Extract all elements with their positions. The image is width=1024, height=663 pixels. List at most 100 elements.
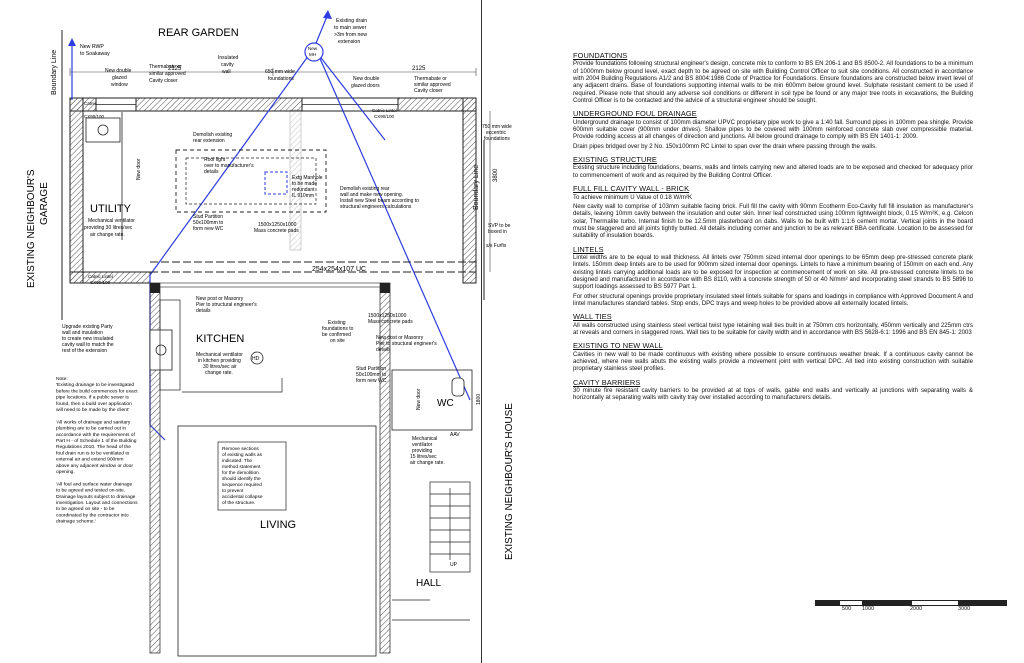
sheet-divider [481, 0, 482, 663]
svg-text:to prevent: to prevent [222, 488, 244, 494]
svg-text:AAV: AAV [450, 432, 460, 438]
svg-text:New post or Masonry: New post or Masonry [376, 335, 424, 341]
note-heading: FOUNDATIONS [573, 51, 628, 60]
svg-text:Catnic: Catnic [84, 101, 98, 106]
drainage-note-line: drainage scheme.' [56, 519, 96, 525]
svg-text:1800: 1800 [476, 394, 482, 405]
svg-text:Mass concrete pads: Mass concrete pads [368, 319, 413, 325]
svg-text:foundations: foundations [268, 76, 294, 82]
drainage-note-line: to be agreed and tested on-site. [56, 488, 125, 494]
remove-sections-note [217, 441, 287, 511]
drainage-note-line: 'Existing drainage to be investigated [56, 382, 134, 388]
svg-text:air change rate.: air change rate. [90, 232, 125, 238]
note-heading: EXISTING STRUCTURE [573, 155, 657, 165]
boundary-line-left-label: Boundary Line [51, 50, 58, 95]
note-paragraph: For other structural openings provide pr… [573, 292, 973, 307]
svg-text:cavity wall to match the: cavity wall to match the [62, 342, 114, 348]
svg-text:details: details [376, 347, 391, 353]
steel-beam-label: 254x254x107 UC [312, 266, 366, 273]
note-heading: EXISTING TO NEW WALL [573, 341, 663, 351]
svg-text:Demolish existing: Demolish existing [193, 132, 232, 138]
drainage-note-line: will need to be made by the client' [56, 407, 129, 413]
svg-text:Cavity closer: Cavity closer [149, 78, 178, 84]
extension-walls [69, 97, 477, 284]
svg-text:s/s Furfix: s/s Furfix [486, 243, 507, 249]
svg-text:glazed doors: glazed doors [351, 83, 380, 89]
svg-text:New double: New double [105, 68, 132, 74]
drainage-note-line: plumbing are to be carried out in [56, 426, 126, 432]
svg-text:Demolish existing rear: Demolish existing rear [340, 186, 390, 192]
stairs [429, 481, 471, 573]
svg-text:details: details [204, 169, 219, 175]
dimension-2125-left: 2125 [168, 66, 182, 72]
svg-text:Existing: Existing [328, 320, 346, 326]
kitchen-sink [149, 329, 173, 371]
svg-text:New post or Masonry: New post or Masonry [196, 296, 244, 302]
kitchen-label: KITCHEN [196, 333, 244, 345]
mid-callouts: New post or Masonry Pier to structural e… [196, 296, 437, 353]
drainage-note-line: Regulations 2010. The head of the [56, 444, 131, 450]
svg-text:to create new insulated: to create new insulated [62, 336, 114, 342]
svg-text:similar approved: similar approved [149, 71, 186, 77]
svg-text:accidental collapse: accidental collapse [222, 494, 263, 500]
svg-text:Stud Partition: Stud Partition [356, 366, 386, 372]
svg-text:HD: HD [252, 356, 260, 362]
wc-room [391, 369, 473, 431]
svg-text:750 mm wide: 750 mm wide [482, 124, 512, 130]
note-paragraph: 30 minute fire resistant cavity barriers… [573, 387, 973, 402]
svg-text:MH: MH [309, 52, 316, 57]
svg-text:Roof light: Roof light [204, 157, 226, 163]
svg-text:UP: UP [450, 562, 458, 568]
svg-text:CX90/100: CX90/100 [374, 114, 395, 119]
svg-text:Remove sections: Remove sections [222, 446, 259, 452]
svg-text:Install new Steel beam accordi: Install new Steel beam according to [340, 198, 419, 204]
roof-light [185, 157, 317, 205]
drainage-note-line: investigation. Layout and connections [56, 500, 138, 506]
wc-toilet [451, 377, 465, 397]
kitchen-worktop [159, 299, 181, 391]
svg-text:New: New [308, 46, 318, 51]
svg-text:foundations to: foundations to [322, 326, 354, 332]
existing-drain-label: Existing drain [336, 18, 367, 24]
svg-text:Mechanical ventilator: Mechanical ventilator [88, 218, 135, 224]
svg-text:Catnic Lintel: Catnic Lintel [372, 108, 397, 113]
note-paragraph: Provide foundations following structural… [573, 60, 973, 105]
svg-text:similar approved: similar approved [414, 82, 451, 88]
svg-text:sequence required: sequence required [222, 482, 262, 488]
svg-text:providing 30 litres/sec: providing 30 litres/sec [84, 225, 133, 231]
svg-text:indicated. The: indicated. The [222, 458, 252, 464]
scale-label-500: 500 [842, 606, 852, 612]
svg-text:over to manufacturer's: over to manufacturer's [204, 163, 254, 169]
pier-left [150, 283, 160, 293]
scale-label-3000: 3000 [958, 606, 971, 612]
dimension-3800: 3800 [493, 168, 499, 182]
svg-text:50x100mm to: 50x100mm to [193, 220, 224, 226]
drainage-note-line: opening. [56, 469, 75, 475]
svg-text:Thermabate or: Thermabate or [149, 64, 182, 70]
note-paragraph: All walls constructed using stainless st… [573, 321, 973, 336]
drainage-note-line: accordance with the requirements of [56, 432, 135, 438]
svg-text:be confirmed: be confirmed [322, 332, 351, 338]
svg-text:wall and make new opening.: wall and make new opening. [340, 192, 403, 198]
svg-text:Mechanical ventilator: Mechanical ventilator [196, 352, 243, 358]
svg-text:rest of the extension: rest of the extension [62, 348, 107, 354]
dimension-2125-right: 2125 [412, 66, 426, 72]
svg-text:1500x1250x1000: 1500x1250x1000 [258, 222, 297, 228]
drainage-note-line: before the build commences for exact [56, 388, 138, 394]
note-heading: UNDERGROUND FOUL DRAINAGE [573, 109, 697, 119]
svg-text:CX90/100: CX90/100 [84, 114, 105, 119]
svg-text:for the demolition: for the demolition [222, 470, 259, 476]
drainage-note-line: 'All foul and surface water drainage [56, 481, 133, 487]
svg-text:to be made: to be made [292, 181, 317, 187]
note-paragraph: To achieve minimum U Value of 0.18 W/m²K [573, 193, 693, 201]
new-manhole [304, 42, 324, 62]
svg-text:form new WC.: form new WC. [356, 378, 388, 384]
note-heading: CAVITY BARRIERS [573, 377, 641, 387]
pier-right [380, 283, 390, 293]
note-heading: WALL TIES [573, 312, 612, 322]
note-heading: LINTELS [573, 244, 604, 254]
